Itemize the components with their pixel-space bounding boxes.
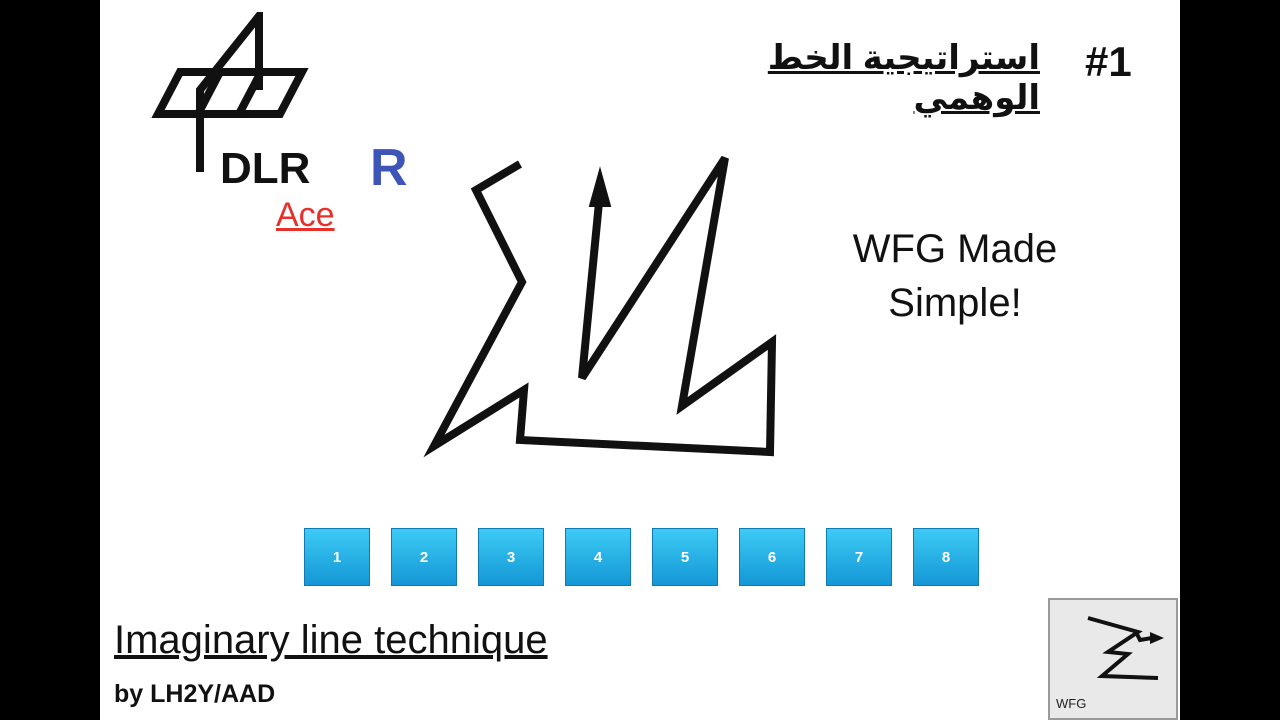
author-byline: by LH2Y/AAD bbox=[114, 680, 276, 708]
slide-number: #1 bbox=[1085, 38, 1132, 85]
slide: DLR R Ace #1 استراتيجية الخط الوهمي WFG … bbox=[100, 0, 1180, 720]
nav-button-7[interactable]: 7 bbox=[826, 528, 892, 586]
tagline: WFG Made Simple! bbox=[820, 222, 1090, 330]
nav-button-5[interactable]: 5 bbox=[652, 528, 718, 586]
wfg-thumbnail-button[interactable]: WFG bbox=[1048, 598, 1178, 720]
tagline-line-2: Simple! bbox=[888, 281, 1022, 325]
tagline-line-1: WFG Made bbox=[852, 227, 1058, 271]
imaginary-line-path-icon bbox=[423, 155, 777, 458]
nav-button-8[interactable]: 8 bbox=[913, 528, 979, 586]
slide-nav-buttons: 1 2 3 4 5 6 7 8 bbox=[304, 528, 984, 588]
ace-label: Ace bbox=[276, 196, 335, 234]
dlr-logo-icon bbox=[151, 12, 309, 172]
nav-button-3[interactable]: 3 bbox=[478, 528, 544, 586]
dlr-logo-text: DLR bbox=[220, 144, 311, 193]
nav-button-4[interactable]: 4 bbox=[565, 528, 631, 586]
nav-button-2[interactable]: 2 bbox=[391, 528, 457, 586]
wfg-thumbnail-label: WFG bbox=[1056, 696, 1087, 711]
nav-button-1[interactable]: 1 bbox=[304, 528, 370, 586]
wfg-path-icon bbox=[1087, 616, 1164, 680]
arabic-title: استراتيجية الخط الوهمي bbox=[767, 39, 1040, 117]
r-logo-letter: R bbox=[370, 139, 408, 197]
technique-title: Imaginary line technique bbox=[114, 618, 548, 662]
nav-button-6[interactable]: 6 bbox=[739, 528, 805, 586]
